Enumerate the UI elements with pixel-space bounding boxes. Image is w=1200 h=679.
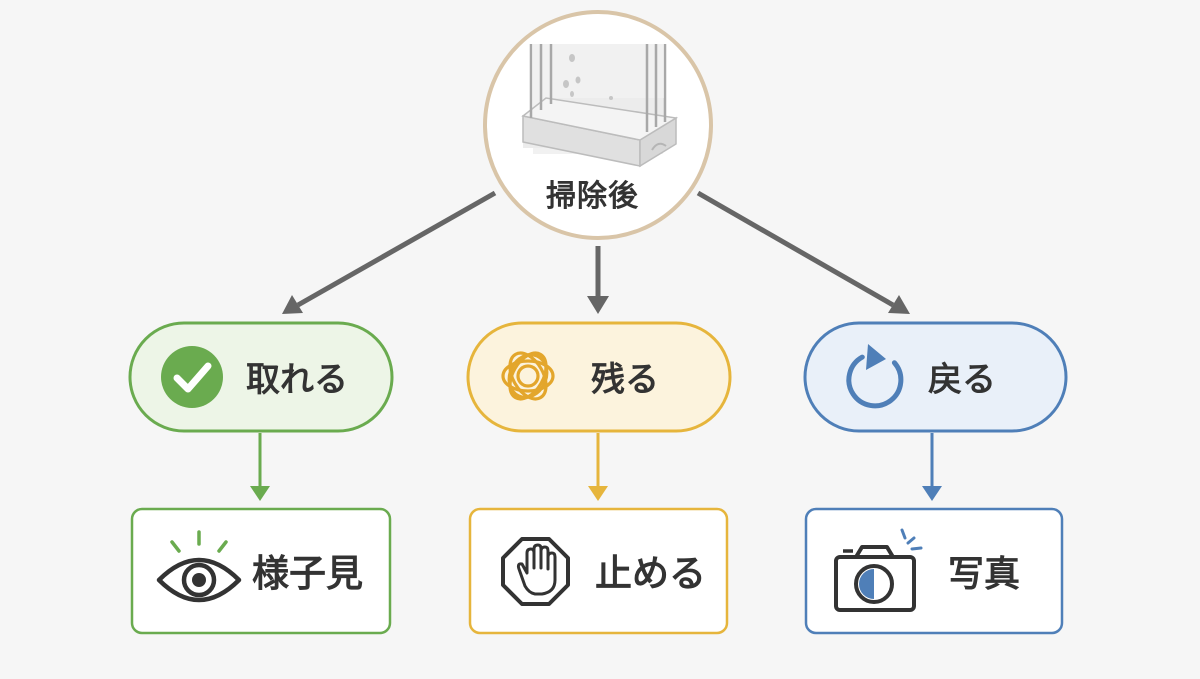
state-label-1: 取れる (246, 360, 348, 400)
check-circle-icon (161, 346, 223, 408)
eye-icon (156, 530, 242, 603)
state-pill-3 (803, 321, 1068, 433)
action-box-1 (130, 507, 392, 635)
refresh-icon (846, 344, 904, 409)
action-label-1: 様子見 (252, 552, 363, 595)
arrowhead-state-2 (587, 296, 609, 314)
state-label-2: 残る (591, 360, 659, 400)
action-label-2: 止める (595, 552, 706, 595)
action-label-3: 写真 (948, 554, 1021, 595)
camera-icon (834, 528, 923, 612)
root-label: 掃除後 (546, 179, 639, 214)
window-sill-icon (521, 44, 679, 168)
action-box-2 (468, 507, 729, 635)
tangle-icon (501, 351, 555, 401)
root-connectors (282, 190, 910, 314)
action-box-3 (804, 507, 1064, 635)
arrowhead-state-3 (888, 295, 910, 314)
action-connectors (250, 433, 942, 501)
state-pill-2 (466, 321, 732, 433)
root-node (483, 10, 713, 240)
connector-root-to-state-3 (696, 190, 895, 308)
arrowhead-state-1 (282, 295, 303, 314)
state-pill-1 (128, 321, 394, 433)
state-label-3: 戻る (928, 360, 996, 400)
stop-hand-icon (501, 537, 570, 606)
connector-root-to-state-1 (296, 190, 497, 308)
